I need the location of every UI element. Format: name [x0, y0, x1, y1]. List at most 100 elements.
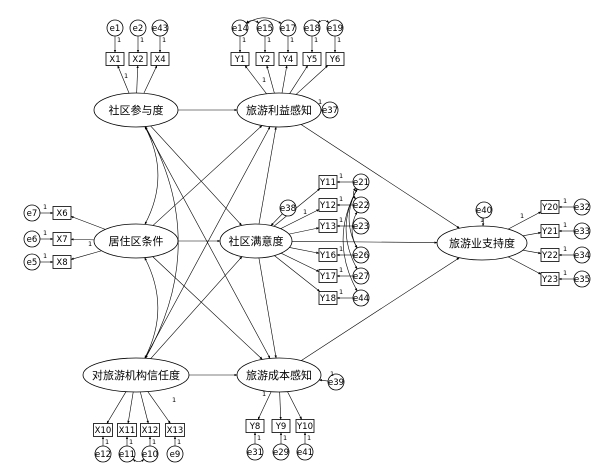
fixed-weight-label: 1	[339, 245, 343, 253]
observed-box	[325, 52, 345, 66]
covariance-CP-RC	[144, 126, 159, 225]
path-RC-PC	[152, 256, 263, 360]
error-circle	[352, 217, 370, 235]
error-e40: e40	[475, 201, 493, 219]
latent-label: 居住区条件	[109, 234, 164, 248]
observed-label: X12	[142, 426, 159, 436]
observed-Y16: Y16	[318, 248, 338, 262]
path-RC-X6	[70, 216, 106, 230]
path-TI-X12	[140, 391, 149, 424]
error-label: e39	[328, 378, 344, 388]
error-circle	[573, 246, 591, 264]
error-label: e31	[247, 448, 263, 458]
observed-label: Y16	[319, 251, 336, 261]
error-circle	[256, 19, 274, 37]
path-e39-PC	[318, 379, 329, 382]
fixed-weight-label: 1	[43, 229, 47, 237]
latent-label: 旅游利益感知	[246, 103, 312, 117]
observed-X7: X7	[52, 232, 72, 246]
observed-label: X4	[154, 55, 165, 65]
path-PB-Y6	[295, 65, 329, 95]
error-circle	[246, 443, 264, 461]
covariance-e18-e19	[317, 20, 330, 23]
covariance-RC-TI	[144, 257, 159, 359]
error-e10: e10	[141, 445, 159, 463]
path-TI-PB	[144, 126, 271, 359]
path-PB-TS	[300, 124, 460, 229]
observed-box	[93, 423, 113, 437]
covariance-e11-e10	[132, 459, 145, 462]
fixed-weight-label: 1	[172, 396, 176, 404]
observed-X1: X1	[105, 52, 125, 66]
error-e2: e2	[129, 19, 147, 37]
fixed-weight-label: 1	[480, 216, 484, 224]
observed-label: X1	[109, 55, 120, 65]
latent-ellipse	[236, 92, 322, 128]
fixed-weight-label: 1	[337, 36, 341, 44]
error-label: e19	[327, 24, 343, 34]
observed-Y8: Y8	[245, 419, 265, 433]
error-label: e7	[27, 209, 38, 219]
observed-X12: X12	[140, 423, 160, 437]
error-e29: e29	[272, 443, 290, 461]
path-TS-Y21	[522, 231, 542, 237]
path-PC-TS	[301, 257, 460, 361]
error-label: e34	[574, 251, 590, 261]
observed-Y22: Y22	[540, 248, 560, 262]
observed-label: Y10	[296, 422, 313, 432]
observed-X4: X4	[150, 52, 170, 66]
fixed-weight-label: 1	[177, 438, 181, 446]
observed-Y13: Y13	[318, 219, 338, 233]
fixed-weight-label: 1	[318, 98, 322, 106]
observed-label: X11	[119, 426, 136, 436]
latent-ellipse	[93, 92, 179, 128]
covariance-e14-e17	[246, 17, 282, 24]
observed-box	[150, 52, 170, 66]
observed-label: X2	[132, 55, 143, 65]
fixed-weight-label: 1	[43, 252, 47, 260]
nodes-layer: 社区参与度居住区条件对旅游机构信任度旅游利益感知社区满意度旅游成本感知旅游业支持…	[23, 19, 591, 463]
observed-label: Y1	[234, 55, 246, 65]
error-e38: e38	[279, 199, 297, 217]
error-e7: e7	[23, 204, 41, 222]
error-label: e12	[95, 450, 111, 460]
fixed-weight-label: 1	[262, 390, 266, 398]
fixed-weight-label: 1	[129, 438, 133, 446]
error-e21: e21	[352, 173, 370, 191]
error-e33: e33	[573, 222, 591, 240]
error-e15: e15	[256, 19, 274, 37]
error-label: e43	[152, 24, 168, 34]
observed-box	[318, 198, 338, 212]
error-circle	[573, 198, 591, 216]
latent-ellipse	[236, 357, 322, 393]
latent-CS: 社区满意度	[219, 223, 293, 259]
path-PB-Y4	[281, 65, 288, 94]
fixed-weight-label: 1	[563, 221, 567, 229]
latent-TS: 旅游业支持度	[436, 225, 528, 261]
observed-label: X13	[167, 426, 184, 436]
error-circle	[166, 445, 184, 463]
error-label: e38	[280, 204, 296, 214]
observed-label: Y21	[541, 227, 558, 237]
error-circle	[296, 443, 314, 461]
observed-box	[302, 52, 322, 66]
observed-Y6: Y6	[325, 52, 345, 66]
observed-Y12: Y12	[318, 198, 338, 212]
error-circle	[352, 196, 370, 214]
error-circle	[475, 201, 493, 219]
observed-X13: X13	[165, 423, 185, 437]
error-e23: e23	[352, 217, 370, 235]
error-label: e27	[353, 272, 369, 282]
observed-X6: X6	[52, 206, 72, 220]
observed-label: Y17	[319, 272, 336, 282]
error-label: e35	[574, 275, 590, 285]
fixed-weight-label: 1	[339, 195, 343, 203]
path-CS-TS	[291, 241, 438, 244]
covariance-e21-e44	[342, 188, 358, 292]
observed-box	[105, 52, 125, 66]
latent-label: 社区满意度	[229, 234, 284, 248]
observed-box	[230, 52, 250, 66]
observed-box	[318, 291, 338, 305]
error-circle	[23, 230, 41, 248]
